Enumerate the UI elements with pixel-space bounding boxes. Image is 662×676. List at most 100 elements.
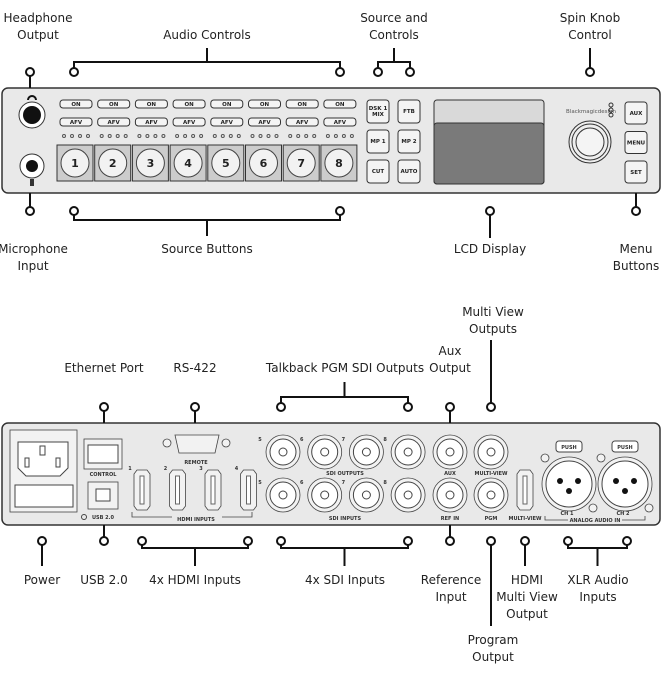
program-output-label: Output bbox=[472, 650, 514, 664]
on-button-label: ON bbox=[71, 102, 81, 108]
bnc-pin bbox=[361, 490, 371, 500]
afv-button[interactable] bbox=[210, 117, 244, 127]
control-button[interactable] bbox=[397, 99, 421, 124]
program-output-label: Program bbox=[468, 633, 519, 647]
brand-logo-circles bbox=[608, 102, 614, 118]
on-button[interactable] bbox=[210, 99, 244, 109]
hdmi-contacts bbox=[522, 475, 528, 505]
callout-dot bbox=[486, 402, 496, 412]
hdmi-contacts bbox=[210, 475, 216, 505]
on-button[interactable] bbox=[134, 99, 168, 109]
on-button[interactable] bbox=[172, 99, 206, 109]
afv-button[interactable] bbox=[134, 117, 168, 127]
control-button-label: CUT bbox=[372, 169, 385, 175]
bnc-pin bbox=[361, 447, 371, 457]
hdmi-contacts bbox=[139, 475, 145, 505]
callout-dot bbox=[137, 536, 147, 546]
afv-button-label: AFV bbox=[145, 120, 158, 126]
afv-button-label: AFV bbox=[296, 120, 309, 126]
on-button[interactable] bbox=[248, 99, 281, 109]
afv-button[interactable] bbox=[285, 117, 319, 127]
channel-label: CH 1 bbox=[560, 511, 574, 517]
source-button-label: 7 bbox=[297, 157, 305, 170]
source-buttons-label: Source Buttons bbox=[161, 242, 252, 256]
on-button[interactable] bbox=[323, 99, 357, 109]
bnc-pin bbox=[403, 447, 413, 457]
callout-dot bbox=[99, 402, 109, 412]
afv-button[interactable] bbox=[59, 117, 93, 127]
reference-input-label: Reference bbox=[421, 573, 481, 587]
bnc-ring bbox=[436, 438, 464, 466]
sdi-inputs-label: SDI INPUTS bbox=[329, 516, 362, 522]
bnc-pin bbox=[486, 447, 496, 457]
bnc-ring bbox=[269, 438, 297, 466]
control-button-label: MP 1 bbox=[370, 139, 385, 145]
afv-button[interactable] bbox=[97, 117, 131, 127]
level-led bbox=[183, 134, 188, 138]
bnc-ring bbox=[352, 481, 380, 509]
control-button[interactable] bbox=[366, 129, 390, 154]
xlr-pin bbox=[575, 478, 581, 484]
source-button-face bbox=[249, 148, 278, 178]
on-button-label: ON bbox=[260, 102, 270, 108]
analog-audio-in-label: ANALOG AUDIO IN bbox=[570, 518, 621, 524]
control-label: CONTROL bbox=[90, 472, 118, 478]
on-button[interactable] bbox=[97, 99, 131, 109]
level-led bbox=[304, 134, 309, 138]
headphone-output-label: Output bbox=[17, 28, 59, 42]
on-button[interactable] bbox=[59, 99, 93, 109]
source-button-face bbox=[286, 148, 316, 178]
on-button-label: ON bbox=[184, 102, 194, 108]
xlr-audio-inputs-label: Inputs bbox=[579, 590, 616, 604]
ethernet-port: CONTROL bbox=[83, 438, 123, 478]
push-tab[interactable] bbox=[555, 440, 583, 453]
sdi-outputs-label: SDI OUTPUTS bbox=[326, 471, 364, 477]
push-tab[interactable] bbox=[611, 440, 639, 453]
afv-button[interactable] bbox=[248, 117, 281, 127]
bnc-pin bbox=[320, 447, 330, 457]
callout-bracket bbox=[280, 541, 409, 549]
screw bbox=[596, 453, 606, 463]
source-button-label: 1 bbox=[71, 157, 79, 170]
afv-button[interactable] bbox=[172, 117, 206, 127]
control-button[interactable] bbox=[397, 129, 421, 154]
level-led bbox=[212, 134, 217, 138]
hdmi-inputs-callout: 4x HDMI Inputs bbox=[149, 573, 241, 587]
control-button[interactable] bbox=[366, 99, 390, 124]
level-led bbox=[274, 134, 279, 138]
level-led bbox=[325, 134, 330, 138]
callout-dot bbox=[243, 536, 253, 546]
brand-logo: Blackmagicdesign bbox=[566, 109, 616, 115]
level-led bbox=[349, 134, 354, 138]
hdmi-multiview-output-label: Output bbox=[506, 607, 548, 621]
level-led bbox=[296, 134, 301, 138]
ref-in-label: REF IN bbox=[441, 516, 459, 522]
callout-bracket bbox=[141, 541, 249, 549]
microphone-input-label: Microphone bbox=[0, 242, 68, 256]
callout-dot bbox=[622, 536, 632, 546]
bnc-ring bbox=[311, 438, 339, 466]
level-led bbox=[137, 134, 142, 138]
level-led bbox=[78, 134, 82, 138]
afv-button-label: AFV bbox=[108, 120, 121, 126]
bnc-ring bbox=[352, 438, 380, 466]
source-button-face bbox=[173, 148, 203, 178]
callout-dot bbox=[69, 67, 79, 77]
control-button[interactable] bbox=[366, 159, 390, 184]
channel-label: CH 2 bbox=[616, 511, 630, 517]
control-button[interactable] bbox=[397, 159, 421, 184]
menu-buttons-label: Buttons bbox=[613, 259, 659, 273]
menu-button-menu[interactable] bbox=[624, 131, 648, 154]
afv-button[interactable] bbox=[323, 117, 357, 127]
spin-knob[interactable] bbox=[568, 120, 612, 164]
on-button[interactable] bbox=[285, 99, 319, 109]
callout-dot bbox=[37, 536, 47, 546]
afv-button-label: AFV bbox=[221, 120, 234, 126]
xlr-pin bbox=[631, 478, 637, 484]
menu-button-aux[interactable] bbox=[624, 101, 648, 125]
screw bbox=[540, 453, 550, 463]
callout-dot bbox=[190, 402, 200, 412]
menu-button-set[interactable] bbox=[624, 160, 648, 184]
callout-bracket bbox=[567, 541, 628, 549]
level-led bbox=[145, 134, 150, 138]
